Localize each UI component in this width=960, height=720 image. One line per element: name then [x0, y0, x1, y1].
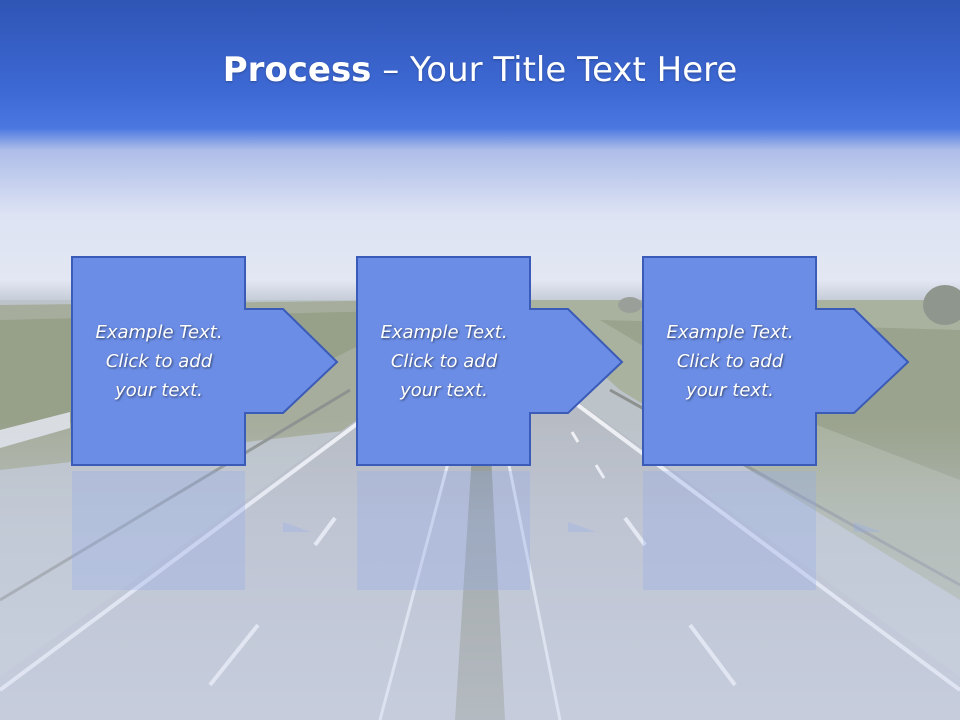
slide-title[interactable]: Process – Your Title Text Here	[0, 50, 960, 90]
title-rest: – Your Title Text Here	[371, 50, 738, 90]
step-label: Example Text. Click to add your text.	[642, 256, 818, 466]
step-label: Example Text. Click to add your text.	[71, 256, 247, 466]
title-bold: Process	[222, 50, 372, 90]
step-text-line: Example Text.	[666, 321, 794, 343]
step-text-line: your text.	[115, 379, 203, 401]
step-text-line: Example Text.	[380, 321, 508, 343]
step-reflection	[643, 471, 882, 590]
step-text-line: Click to add	[105, 350, 213, 372]
arrow-callout-shape	[356, 256, 624, 466]
step-text-line: your text.	[400, 379, 488, 401]
step-text-line: Click to add	[676, 350, 784, 372]
step-text-line: Example Text.	[95, 321, 223, 343]
process-step-1[interactable]: Example Text. Click to add your text.	[71, 256, 341, 471]
step-reflection	[357, 471, 596, 590]
arrow-callout-shape	[71, 256, 339, 466]
process-step-2[interactable]: Example Text. Click to add your text.	[356, 256, 626, 471]
step-text-line: Click to add	[390, 350, 498, 372]
arrow-callout-shape	[642, 256, 910, 466]
process-step-3[interactable]: Example Text. Click to add your text.	[642, 256, 912, 471]
step-reflection	[72, 471, 311, 590]
step-label: Example Text. Click to add your text.	[356, 256, 532, 466]
step-text-line: your text.	[686, 379, 774, 401]
